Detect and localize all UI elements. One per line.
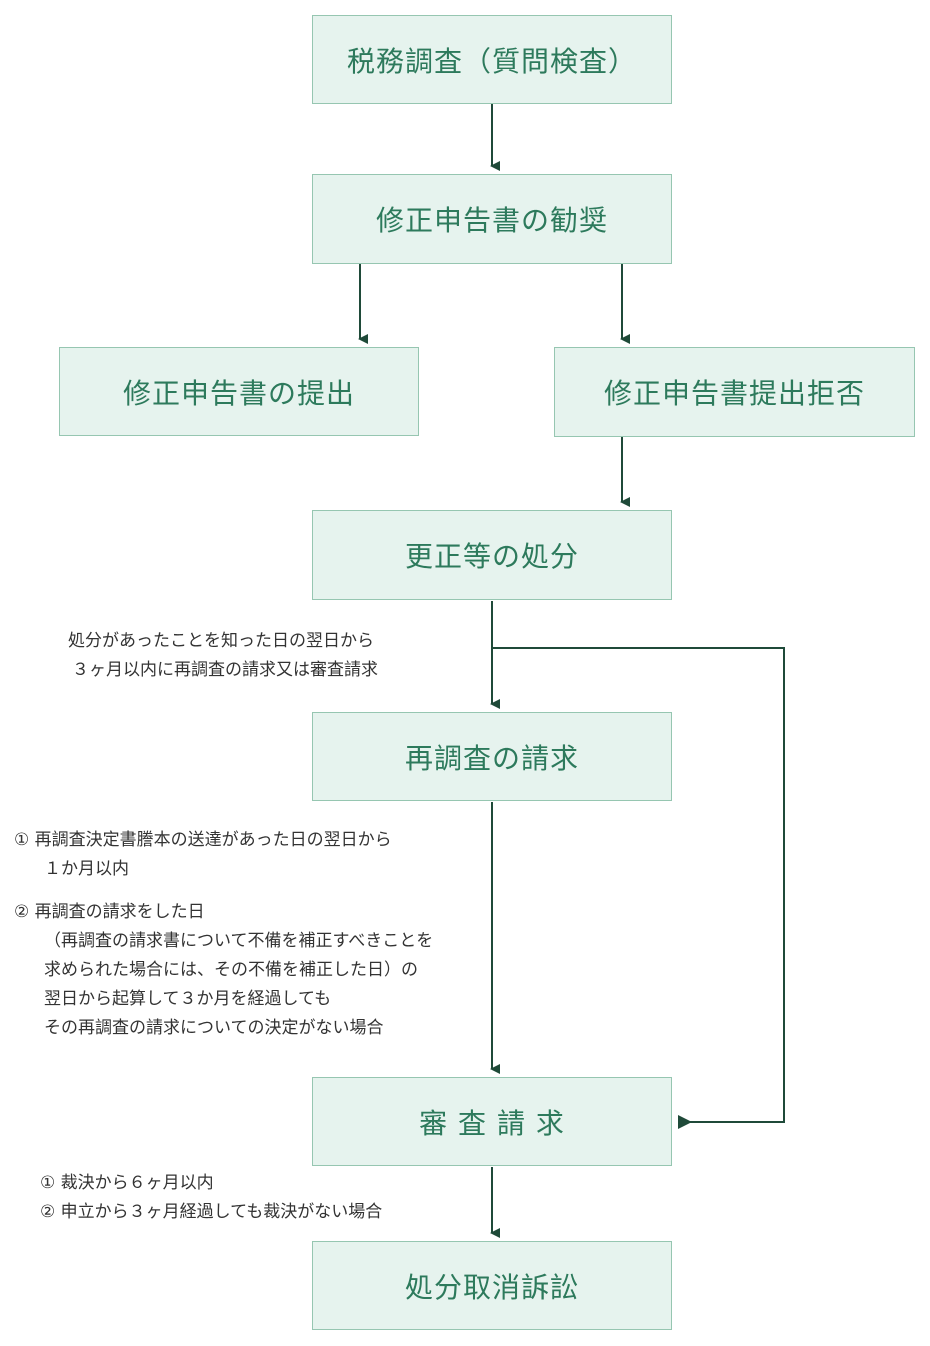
note-reinv-line-1: ① 再調査決定書謄本の送達があった日の翌日から — [14, 830, 392, 850]
arrow-correction-to-examination — [492, 647, 785, 1129]
box-revocation-suit-label: 処分取消訴訟 — [404, 1270, 579, 1304]
box-examination-request-label: 審 査 請 求 — [419, 1106, 565, 1140]
box-refuse-amended-return: 修正申告書提出拒否 — [554, 347, 915, 437]
box-submit-amended-return: 修正申告書の提出 — [59, 347, 419, 436]
box-recommend-amended-return: 修正申告書の勧奨 — [312, 174, 672, 264]
note-deadline-line-1: 処分があったことを知った日の翌日から — [68, 631, 374, 651]
note-suit-line-1: ① 裁決から６ヶ月以内 — [40, 1173, 214, 1193]
box-tax-investigation-label: 税務調査（質問検査） — [346, 44, 637, 78]
box-submit-amended-return-label: 修正申告書の提出 — [122, 376, 355, 410]
note-reinv-line-7: その再調査の請求についての決定がない場合 — [44, 1018, 384, 1038]
note-deadline: 処分があったことを知った日の翌日から ３ヶ月以内に再調査の請求又は審査請求 — [68, 627, 378, 685]
note-suit-conditions: ① 裁決から６ヶ月以内 ② 申立から３ヶ月経過しても裁決がない場合 — [40, 1169, 382, 1227]
note-reinv-line-5: 求められた場合には、その不備を補正した日）の — [44, 960, 418, 980]
box-reinvestigation-request: 再調査の請求 — [312, 712, 672, 801]
box-correction-disposition-label: 更正等の処分 — [404, 540, 579, 573]
note-reinv-line-6: 翌日から起算して３か月を経過しても — [44, 989, 332, 1009]
box-reinvestigation-request-label: 再調査の請求 — [404, 741, 579, 775]
box-revocation-suit: 処分取消訴訟 — [312, 1241, 672, 1330]
box-correction-disposition: 更正等の処分 — [312, 510, 672, 600]
box-examination-request: 審 査 請 求 — [312, 1077, 672, 1166]
note-reinvestigation-conditions: ① 再調査決定書謄本の送達があった日の翌日から １か月以内 ② 再調査の請求をし… — [14, 826, 433, 1043]
box-recommend-amended-return-label: 修正申告書の勧奨 — [375, 204, 608, 237]
note-reinv-line-3: ② 再調査の請求をした日 — [14, 902, 205, 922]
note-reinv-line-2: １か月以内 — [44, 859, 129, 879]
note-deadline-line-2: ３ヶ月以内に再調査の請求又は審査請求 — [72, 660, 378, 680]
note-reinv-line-4: （再調査の請求書について不備を補正すべきことを — [44, 931, 434, 951]
box-refuse-amended-return-label: 修正申告書提出拒否 — [603, 377, 865, 410]
note-suit-line-2: ② 申立から３ヶ月経過しても裁決がない場合 — [40, 1202, 383, 1222]
box-tax-investigation: 税務調査（質問検査） — [312, 15, 672, 104]
